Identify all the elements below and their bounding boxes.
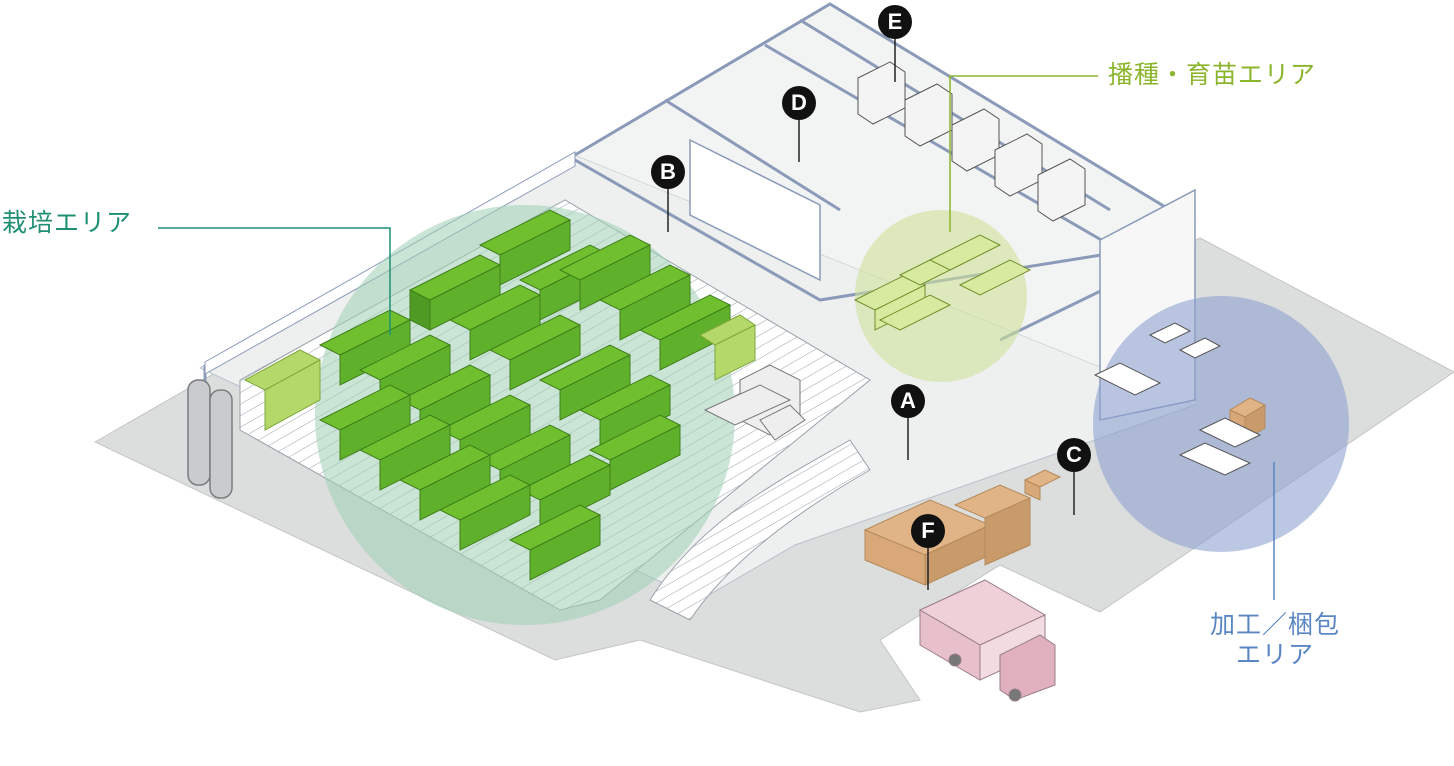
- curved-walkway: [649, 439, 871, 621]
- seeding-racks: [853, 234, 1032, 331]
- processing-machine: [703, 364, 806, 441]
- processing-area-label: 加工／梱包 エリア: [1190, 610, 1360, 670]
- marker-e: E: [878, 5, 912, 39]
- upper-wing-floor: [575, 4, 1195, 405]
- leader-cultivation: [158, 227, 391, 335]
- partition-wall-d: [689, 138, 821, 282]
- storage-tanks: [187, 379, 233, 499]
- upper-room-racks: [857, 61, 1086, 222]
- marker-d: D: [782, 86, 816, 120]
- processing-label-line2: エリア: [1235, 640, 1314, 669]
- leader-seeding: [949, 75, 1098, 232]
- marker-c: C: [1057, 438, 1091, 472]
- cultivation-area-label: 栽培エリア: [2, 208, 133, 237]
- delivery-truck: [918, 579, 1056, 702]
- seeding-area-label: 播種・育苗エリア: [1108, 60, 1317, 89]
- leader-lines: [158, 39, 1275, 600]
- marker-f: F: [911, 514, 945, 548]
- processing-desks: [1093, 322, 1262, 476]
- marker-a: A: [891, 384, 925, 418]
- processing-label-line1: 加工／梱包: [1209, 610, 1340, 639]
- cultivation-racks: [243, 209, 756, 581]
- marker-b: B: [651, 155, 685, 189]
